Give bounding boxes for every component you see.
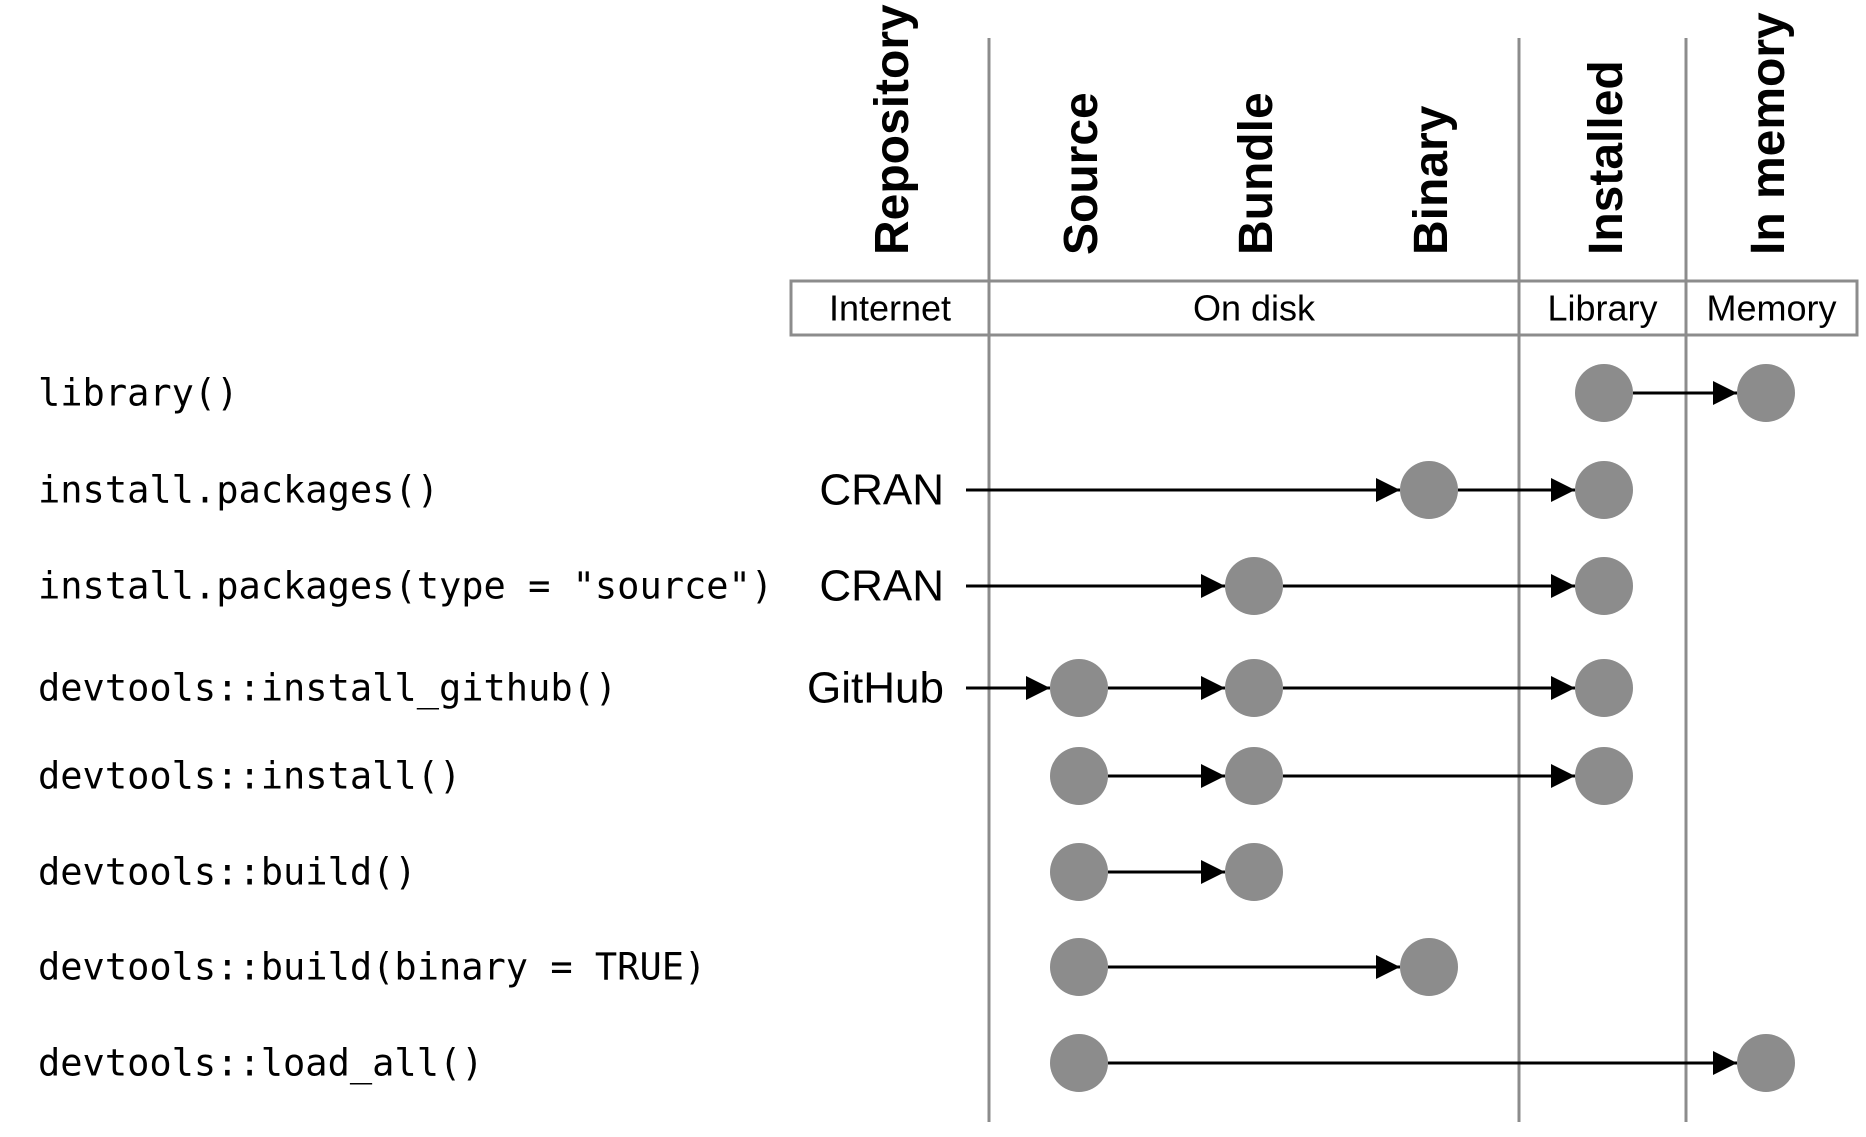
location-bar-frame bbox=[789, 279, 1859, 337]
location-label: On disk bbox=[1193, 288, 1316, 329]
state-node-installed bbox=[1575, 659, 1633, 717]
column-header-binary: Binary bbox=[1405, 105, 1458, 255]
function-name: library() bbox=[38, 372, 238, 415]
state-node-memory bbox=[1737, 1034, 1795, 1092]
state-node-source bbox=[1050, 843, 1108, 901]
state-node-installed bbox=[1575, 557, 1633, 615]
state-node-installed bbox=[1575, 747, 1633, 805]
state-node-bundle bbox=[1225, 843, 1283, 901]
state-node-source bbox=[1050, 747, 1108, 805]
function-row: devtools::install_github() GitHub bbox=[38, 659, 1633, 717]
function-name: install.packages() bbox=[38, 469, 439, 512]
state-node-memory bbox=[1737, 364, 1795, 422]
state-node-binary bbox=[1400, 461, 1458, 519]
state-node-installed bbox=[1575, 364, 1633, 422]
function-name: devtools::build(binary = TRUE) bbox=[38, 946, 706, 989]
function-row: devtools::build() bbox=[38, 843, 1283, 901]
state-node-binary bbox=[1400, 938, 1458, 996]
location-label: Internet bbox=[829, 288, 951, 329]
column-header-installed: Installed bbox=[1580, 60, 1633, 255]
function-row: devtools::install() bbox=[38, 747, 1633, 805]
function-row: library() bbox=[38, 364, 1795, 422]
function-row: devtools::build(binary = TRUE) bbox=[38, 938, 1458, 996]
state-node-installed bbox=[1575, 461, 1633, 519]
function-name: devtools::load_all() bbox=[38, 1042, 484, 1086]
column-dividers bbox=[987, 38, 1688, 1122]
state-node-bundle bbox=[1225, 747, 1283, 805]
column-header-repository: Repository bbox=[866, 4, 919, 255]
state-node-source bbox=[1050, 938, 1108, 996]
function-name: devtools::install_github() bbox=[38, 667, 617, 711]
column-header-bundle: Bundle bbox=[1230, 92, 1283, 255]
state-node-bundle bbox=[1225, 659, 1283, 717]
column-header-source: Source bbox=[1055, 92, 1108, 255]
function-row: install.packages(type = "source") CRAN bbox=[38, 557, 1633, 615]
function-name: devtools::build() bbox=[38, 851, 417, 894]
state-node-bundle bbox=[1225, 557, 1283, 615]
function-rows: library()install.packages()CRANinstall.p… bbox=[38, 364, 1795, 1092]
state-node-source bbox=[1050, 1034, 1108, 1092]
location-label: Memory bbox=[1706, 288, 1836, 329]
function-row: devtools::load_all() bbox=[38, 1034, 1795, 1092]
state-node-source bbox=[1050, 659, 1108, 717]
origin-label: GitHub bbox=[807, 664, 944, 713]
location-bar: Internet On disk Library Memory bbox=[789, 279, 1859, 337]
column-header-memory: In memory bbox=[1742, 12, 1795, 255]
column-headers: Repository Source Bundle Binary Installed In … bbox=[866, 4, 1795, 255]
function-name: install.packages(type = "source") bbox=[38, 565, 773, 608]
location-label: Library bbox=[1547, 288, 1657, 329]
origin-label: CRAN bbox=[819, 466, 944, 515]
function-row: install.packages() CRAN bbox=[38, 461, 1633, 519]
function-name: devtools::install() bbox=[38, 755, 461, 798]
origin-label: CRAN bbox=[819, 562, 944, 611]
